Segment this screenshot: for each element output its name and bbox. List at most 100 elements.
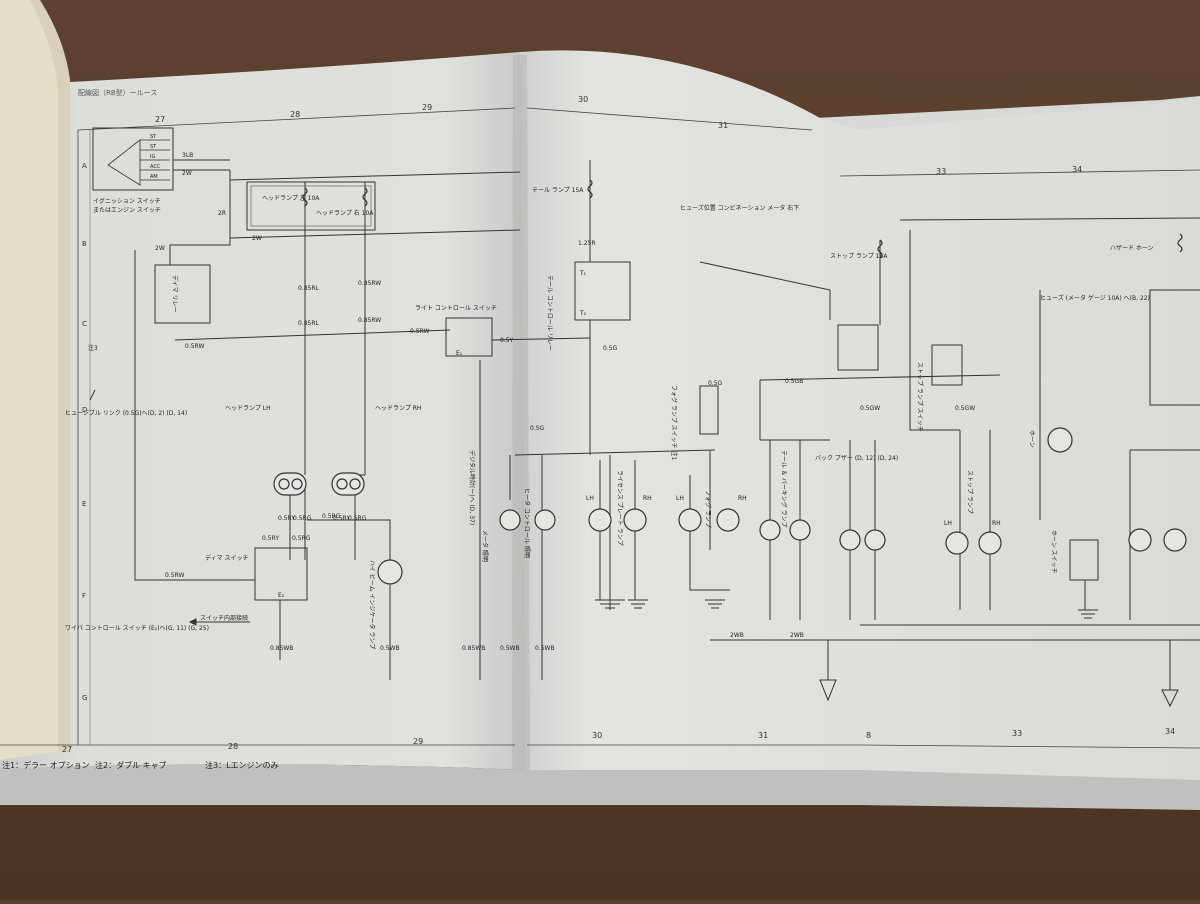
label-clock: デジタル時計(ー)へ (D, 37)	[468, 450, 476, 525]
wire-05ry-b: 0.5RY	[333, 515, 350, 522]
col-bot-34: 34	[1165, 727, 1175, 736]
label-dimmer-relay: ディマ リレー	[171, 275, 179, 313]
fog-lamp-lh-icon	[678, 508, 702, 532]
wire-05y: 0.5Y	[500, 337, 514, 344]
ignition-symbol	[107, 139, 170, 186]
tail-lamp-lh-icon	[759, 519, 781, 541]
wiring-lines	[92, 127, 1200, 690]
fuse-tail: テール ランプ 15A	[532, 187, 584, 194]
wire-05gw: 0.5GW	[955, 405, 975, 412]
label-license-lh: LH	[586, 495, 594, 502]
label-dimmer-switch: ディマ スイッチ	[205, 554, 249, 562]
rear-lamp-rh-icon	[1163, 528, 1187, 552]
col-top-27: 27	[155, 115, 165, 124]
wire-05gb: 0.5GB	[785, 378, 803, 385]
label-fuse-location: ヒューズ位置 コンビネーション メータ 右下	[680, 204, 799, 212]
label-fog-lamp: フォグ ランプ	[704, 490, 712, 528]
wire-085rl-b: 0.85RL	[298, 320, 320, 327]
wire-085wb-a: 0.85WB	[270, 645, 293, 652]
right-page	[520, 50, 1200, 780]
col-top-34: 34	[1072, 165, 1082, 174]
rear-lamp-lh-icon	[1128, 528, 1152, 552]
wire-05rg-c: 0.5RG	[292, 535, 311, 542]
ground-symbols	[595, 599, 1179, 708]
fog-lamp-rh-icon	[716, 508, 740, 532]
wire-05g-c: 0.5G	[708, 380, 723, 387]
row-C: C	[82, 320, 87, 328]
license-lamp-rh-icon	[623, 508, 647, 532]
label-e2: E₂	[278, 592, 285, 599]
label-note3-tag: 注3	[88, 344, 98, 352]
footnote-1: 注1：デラー オプション	[2, 760, 90, 770]
label-fog-switch: フォグ ランプ スイッチ 注1	[670, 385, 678, 461]
wire-05wb-b: 0.5WB	[500, 645, 520, 652]
arrow-symbols	[89, 389, 250, 626]
grid-frame	[0, 107, 1200, 749]
wire-05ry-c: 0.5RY	[262, 535, 279, 542]
wire-085rw-b: 0.85RW	[358, 317, 381, 324]
ign-terminal-am: AM	[150, 174, 158, 180]
wire-05ry-a: 0.5RY	[278, 515, 295, 522]
label-hazard: ハザード ホーン	[1110, 245, 1154, 252]
label-fusible-link: ヒュージブル リンク (0.5G)へ(D, 2) (D, 14)	[65, 409, 187, 417]
label-back-buzzer: バック ブザー (D, 12) (D, 24)	[815, 454, 898, 462]
row-G: G	[82, 694, 87, 702]
fuse-headlamp-right: ヘッドランプ 右 10A	[316, 209, 374, 217]
footnote-3: 注3：Lエンジンのみ	[205, 760, 279, 770]
wire-05gw-b: 0.5GW	[860, 405, 880, 412]
label-meter-light: メータ 照明	[481, 530, 489, 562]
label-light-switch: ライト コントロール スイッチ	[415, 305, 497, 312]
wire-05rg-b: 0.5RG	[348, 515, 367, 522]
wire-05g-a: 0.5G	[603, 345, 618, 352]
label-heater-light: ヒータ コントロール 照明	[523, 488, 531, 558]
wire-05rw-a: 0.5RW	[185, 343, 204, 350]
ign-terminal-st1: ST	[150, 134, 157, 140]
label-stop-switch: ストップ ランプ スイッチ	[916, 362, 923, 432]
wire-125r: 1.25R	[578, 240, 596, 247]
meter-light-icon	[499, 509, 521, 531]
wire-05wb-a: 0.5WB	[380, 645, 400, 652]
label-license-rh: RH	[643, 495, 652, 502]
tail-lamp-rh-icon	[789, 519, 811, 541]
col-top-29: 29	[422, 103, 432, 112]
back-lamp-lh-icon	[839, 529, 861, 551]
footnote-2: 注2：ダブル キャブ	[95, 760, 167, 770]
wire-085rl: 0.85RL	[298, 285, 320, 292]
wire-05g-b: 0.5G	[530, 425, 545, 432]
row-A: A	[82, 162, 87, 170]
col-bot-31: 31	[758, 731, 768, 740]
book-spine	[512, 55, 530, 770]
col-bot-30: 30	[592, 731, 602, 740]
wire-05rg-d: 0.5RG	[322, 513, 341, 520]
wire-05rg-a: 0.5RG	[293, 515, 312, 522]
wire-05rw-c: 0.5RW	[165, 572, 184, 579]
fuse-symbols	[302, 179, 1183, 259]
row-F: F	[82, 592, 86, 600]
label-stop-rh: RH	[992, 520, 1001, 527]
wire-2w-b: 2W	[155, 245, 165, 252]
wire-2w: 2W	[182, 170, 192, 177]
diagram-labels: ST ST IG ACC AM イグニッション スイッチ またはエンジン スイッ…	[2, 134, 1175, 770]
stop-lamp-lh-icon	[945, 531, 969, 555]
page-header-title: 配線図（RB型）ールース	[78, 88, 157, 97]
label-wiper: ワイパ コントロール スイッチ (E₂)へ(G, 11) (G, 25)	[65, 625, 209, 632]
row-D: D	[82, 406, 87, 414]
ignition-label-1: イグニッション スイッチ	[93, 197, 161, 205]
col-bot-29: 29	[413, 737, 423, 746]
col-top-30: 30	[578, 95, 588, 104]
wire-2wb-b: 2WB	[790, 632, 804, 639]
wire-2wb-a: 2WB	[730, 632, 744, 639]
heater-light-icon	[534, 509, 556, 531]
fuse-stop: ストップ ランプ 15A	[830, 253, 888, 260]
license-lamp-lh-icon	[588, 508, 612, 532]
col-top-33: 33	[936, 167, 946, 176]
label-headlamp-rh: ヘッドランプ RH	[375, 405, 421, 412]
wire-085wb-b: 0.85WB	[462, 645, 485, 652]
label-switch-internal: スイッチ内部接続	[200, 614, 248, 622]
label-stop-lh: LH	[944, 520, 952, 527]
stop-lamp-rh-icon	[978, 531, 1002, 555]
label-hazard-fuse: ヒューズ (メータ ゲージ 10A) へ(B, 22)	[1040, 294, 1150, 302]
wire-2r: 2R	[218, 210, 226, 217]
ignition-label-2: またはエンジン スイッチ	[93, 207, 161, 214]
label-horn: ホーン	[1028, 430, 1035, 448]
